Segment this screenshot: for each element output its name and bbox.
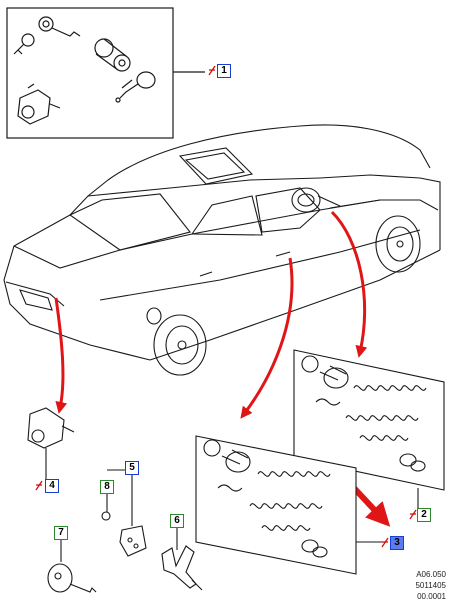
tailgate-lock-part (27, 407, 75, 484)
reference-code-2: 5011405 (415, 581, 446, 590)
callout-6[interactable]: 6 (170, 514, 184, 528)
callout-2[interactable]: 2 (417, 508, 431, 522)
callout-7[interactable]: 7 (54, 526, 68, 540)
callout-8[interactable]: 8 (100, 480, 114, 494)
tailgate-lock-icon (17, 83, 61, 125)
arrow-right-door-lock (330, 210, 368, 358)
ignition-cylinder-icon (115, 71, 156, 103)
spring-row (345, 385, 427, 441)
lock-barrel-holder-part (161, 528, 203, 591)
callout-3[interactable]: 3 (390, 536, 404, 550)
callout-5[interactable]: 5 (125, 461, 139, 475)
key-with-transponder-part (47, 540, 97, 593)
arrow-tailgate-lock (54, 297, 68, 414)
lock-set-panel-2 (293, 349, 445, 508)
callout-4[interactable]: 4 (45, 479, 59, 493)
lock-set-panel-3 (195, 435, 386, 575)
callout-1[interactable]: 1 (217, 64, 231, 78)
removal-marks (35, 65, 417, 548)
lock-cylinder-icon (94, 38, 131, 72)
key-set-inset (6, 7, 205, 139)
spring-row (249, 471, 331, 531)
key-icon (13, 16, 81, 55)
arrow-left-door-lock (240, 257, 294, 419)
reference-code-3: 00.0001 (417, 592, 446, 601)
reference-code-1: A06.050 (416, 570, 446, 579)
car-illustration (3, 124, 441, 376)
